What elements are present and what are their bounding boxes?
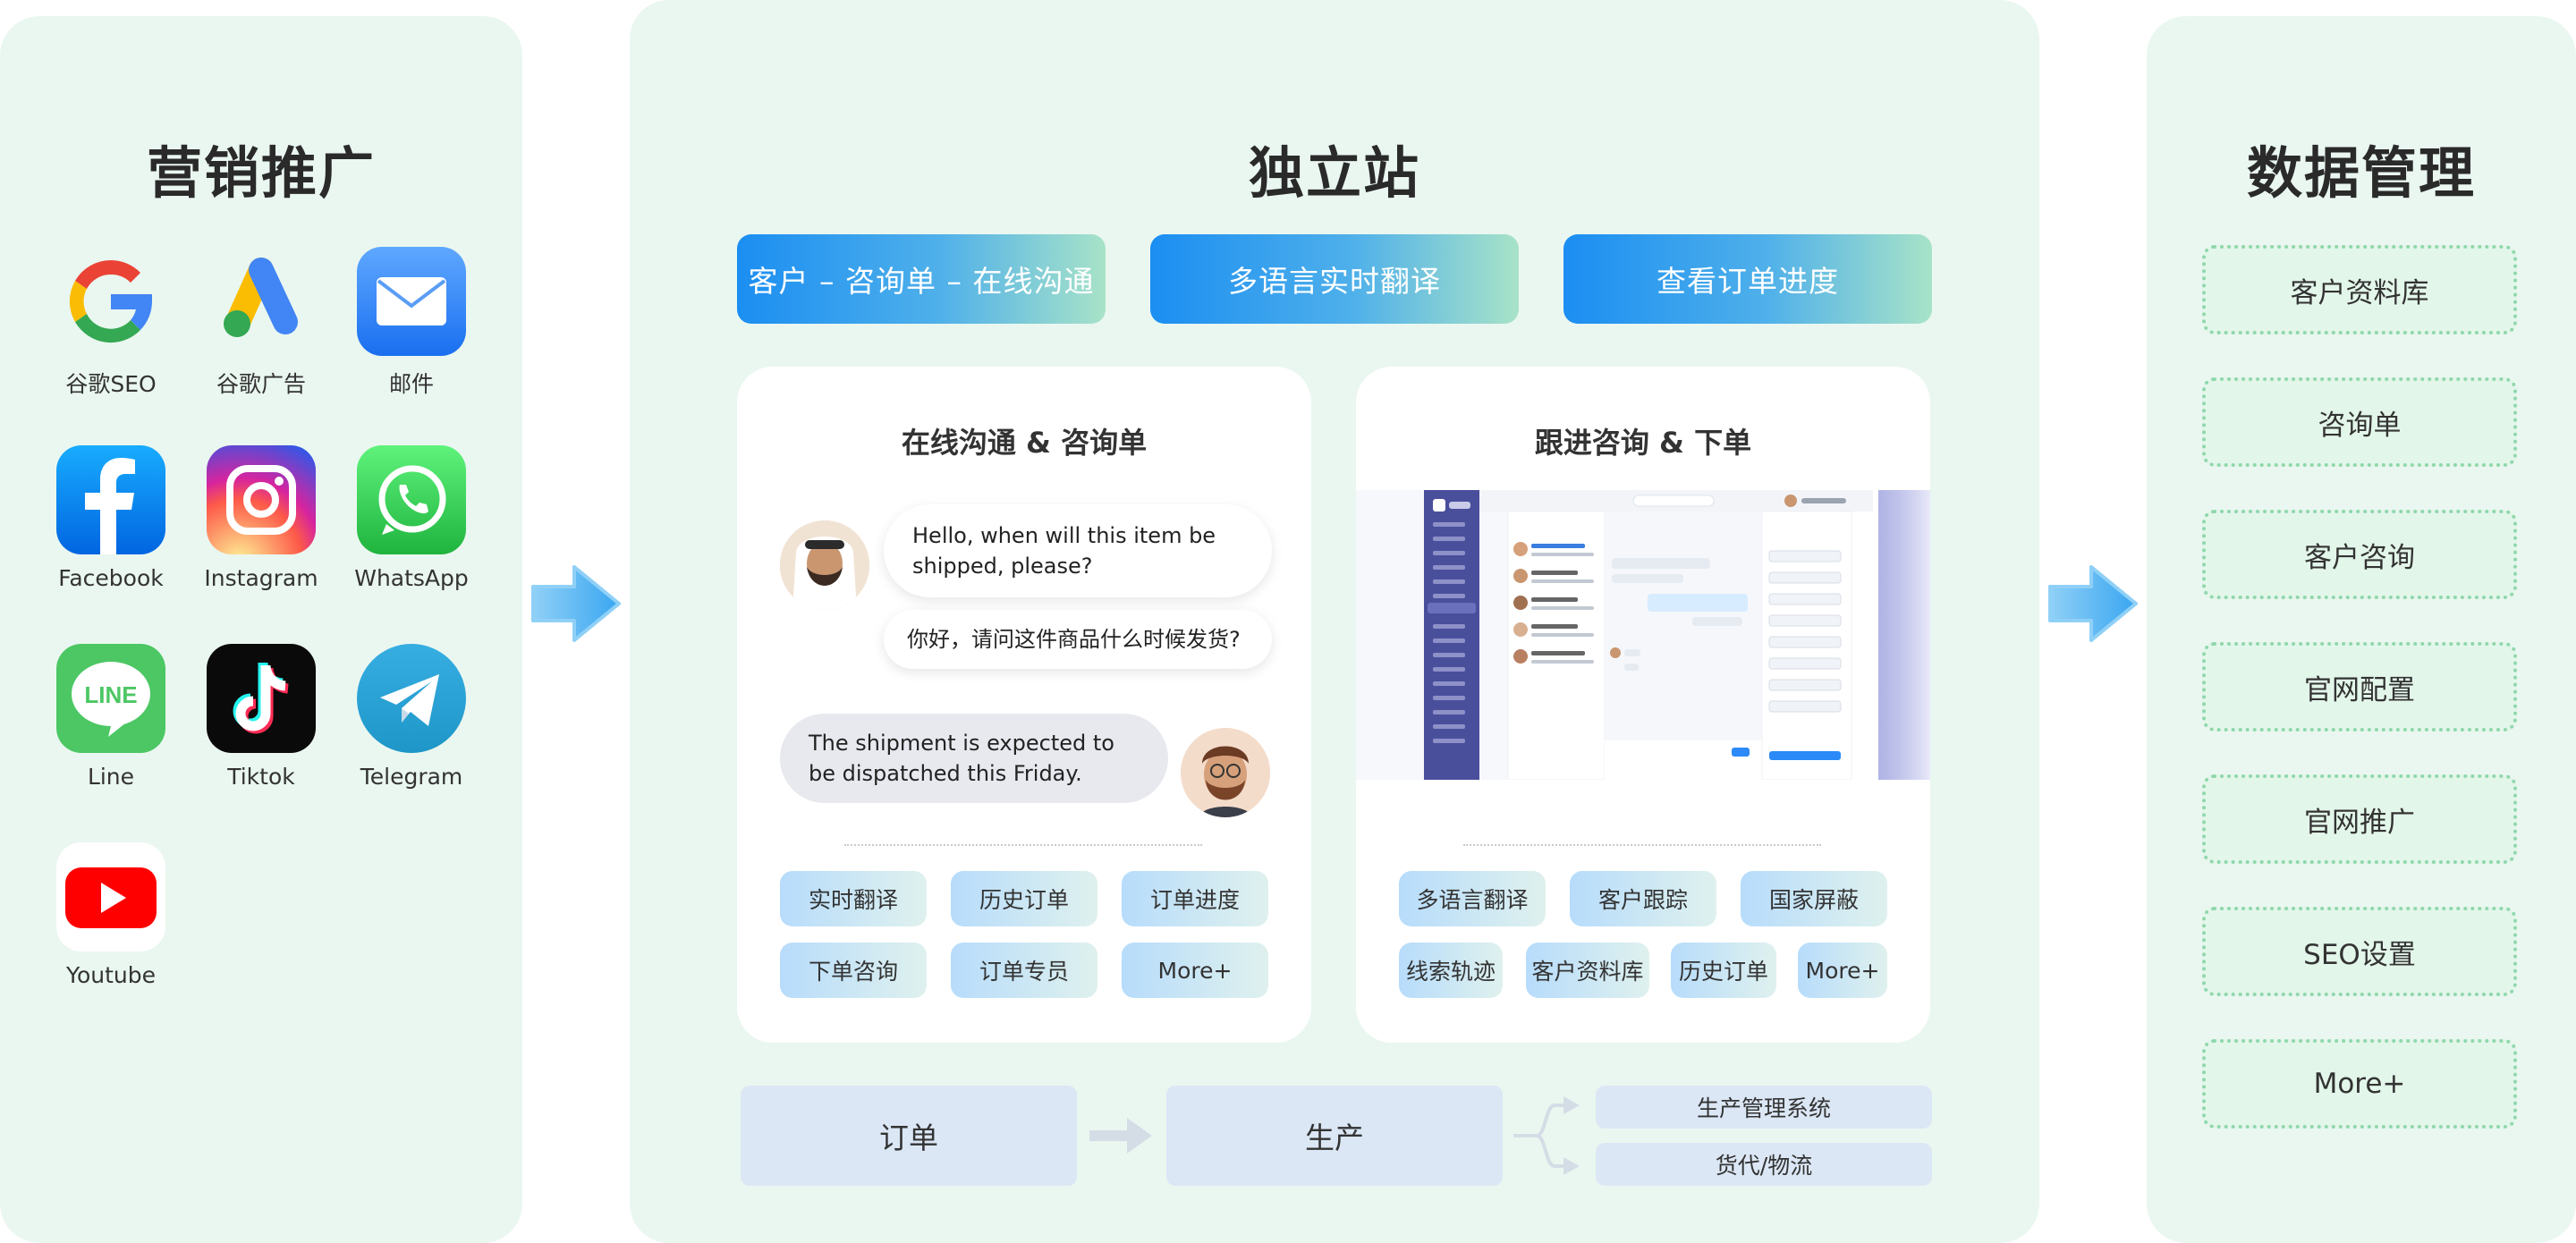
dm-seo-settings[interactable]: SEO设置: [2202, 907, 2517, 996]
app-label: Instagram: [204, 565, 318, 591]
app-youtube[interactable]: Youtube: [36, 842, 186, 988]
flow-arrow-icon: [1089, 1118, 1152, 1154]
dm-site-configuration[interactable]: 官网配置: [2202, 642, 2517, 731]
line-logo-text: LINE: [84, 681, 138, 708]
order-progress-button[interactable]: 查看订单进度: [1563, 234, 1932, 324]
app-mail[interactable]: 邮件: [336, 247, 487, 399]
data-management-panel: 数据管理 客户资料库 咨询单 客户咨询 官网配置 官网推广 SEO设置 More…: [2147, 16, 2576, 1243]
tag-customer-tracking[interactable]: 客户跟踪: [1570, 871, 1716, 926]
tag-country-blocking[interactable]: 国家屏蔽: [1741, 871, 1887, 926]
tag-order-inquiry[interactable]: 下单咨询: [780, 943, 927, 998]
app-label: 谷歌广告: [216, 371, 306, 397]
divider: [844, 844, 1202, 846]
dm-inquiry[interactable]: 咨询单: [2202, 377, 2517, 467]
order-box[interactable]: 订单: [741, 1086, 1077, 1186]
app-label: Line: [87, 764, 135, 790]
app-google-ads[interactable]: 谷歌广告: [186, 247, 336, 399]
app-facebook[interactable]: Facebook: [36, 445, 186, 591]
tag-lead-trail[interactable]: 线索轨迹: [1399, 943, 1503, 998]
arrow-right-icon: [2048, 565, 2138, 642]
line-icon: LINE: [56, 644, 165, 753]
tag-more[interactable]: More+: [1122, 943, 1268, 998]
arrow-right-icon: [531, 565, 621, 642]
customer-message-bubble: Hello, when will this item be shipped, p…: [884, 504, 1272, 597]
crm-screenshot: [1356, 490, 1930, 780]
tiktok-icon: [207, 644, 316, 753]
mail-icon: [357, 247, 466, 356]
marketing-title: 营销推广: [146, 140, 376, 206]
chat-card: 在线沟通 & 咨询单 Hello, when will this item be…: [737, 367, 1311, 1043]
production-box[interactable]: 生产: [1166, 1086, 1503, 1186]
tag-more[interactable]: More+: [1798, 943, 1887, 998]
marketing-panel: 营销推广 谷歌SEO 谷歌广告: [0, 16, 522, 1243]
logistics-box[interactable]: 货代/物流: [1596, 1143, 1932, 1186]
tag-customer-database[interactable]: 客户资料库: [1526, 943, 1649, 998]
facebook-icon: [56, 445, 165, 554]
tag-order-history[interactable]: 历史订单: [1671, 943, 1776, 998]
telegram-icon: [357, 644, 466, 753]
follow-up-card: 跟进咨询 & 下单: [1356, 367, 1930, 1043]
site-title: 独立站: [1248, 140, 1420, 206]
app-label: WhatsApp: [354, 565, 469, 591]
app-telegram[interactable]: Telegram: [336, 644, 487, 790]
whatsapp-icon: [357, 445, 466, 554]
tag-order-history[interactable]: 历史订单: [951, 871, 1097, 926]
follow-up-card-title: 跟进咨询 & 下单: [1534, 426, 1752, 460]
site-panel: 独立站 客户 – 咨询单 – 在线沟通 多语言实时翻译 查看订单进度 在线沟通 …: [630, 0, 2039, 1243]
translated-message-bubble: 你好，请问这件商品什么时候发货?: [884, 610, 1272, 669]
app-google-seo[interactable]: 谷歌SEO: [36, 247, 186, 399]
chat-card-title: 在线沟通 & 咨询单: [901, 426, 1148, 460]
app-label: Tiktok: [227, 764, 295, 790]
customer-inquiry-chat-button[interactable]: 客户 – 咨询单 – 在线沟通: [737, 234, 1106, 324]
youtube-icon: [56, 842, 165, 951]
app-line[interactable]: LINE Line: [36, 644, 186, 790]
instagram-icon: [207, 445, 316, 554]
app-instagram[interactable]: Instagram: [186, 445, 336, 591]
tag-multilingual-translation[interactable]: 多语言翻译: [1399, 871, 1546, 926]
app-label: Youtube: [66, 962, 156, 988]
app-whatsapp[interactable]: WhatsApp: [336, 445, 487, 591]
data-management-title: 数据管理: [2246, 140, 2476, 206]
branch-connector-icon: [1513, 1096, 1580, 1175]
app-tiktok[interactable]: Tiktok: [186, 644, 336, 790]
production-management-box[interactable]: 生产管理系统: [1596, 1086, 1932, 1129]
app-label: 邮件: [388, 371, 434, 397]
app-label: Facebook: [58, 565, 164, 591]
dm-customer-database[interactable]: 客户资料库: [2202, 245, 2517, 334]
multilingual-translation-button[interactable]: 多语言实时翻译: [1150, 234, 1519, 324]
seller-message-bubble: The shipment is expected to be dispatche…: [780, 714, 1168, 803]
app-label: Telegram: [360, 764, 463, 790]
customer-avatar: [780, 520, 869, 610]
seller-avatar: [1181, 728, 1270, 817]
tag-realtime-translation[interactable]: 实时翻译: [780, 871, 927, 926]
tag-order-specialist[interactable]: 订单专员: [951, 943, 1097, 998]
dm-customer-consultation[interactable]: 客户咨询: [2202, 510, 2517, 599]
google-ads-icon: [207, 247, 316, 356]
dm-site-promotion[interactable]: 官网推广: [2202, 774, 2517, 864]
app-label: 谷歌SEO: [65, 371, 157, 397]
google-icon: [56, 247, 165, 356]
tag-order-progress[interactable]: 订单进度: [1122, 871, 1268, 926]
dm-more[interactable]: More+: [2202, 1039, 2517, 1129]
divider: [1463, 844, 1821, 846]
